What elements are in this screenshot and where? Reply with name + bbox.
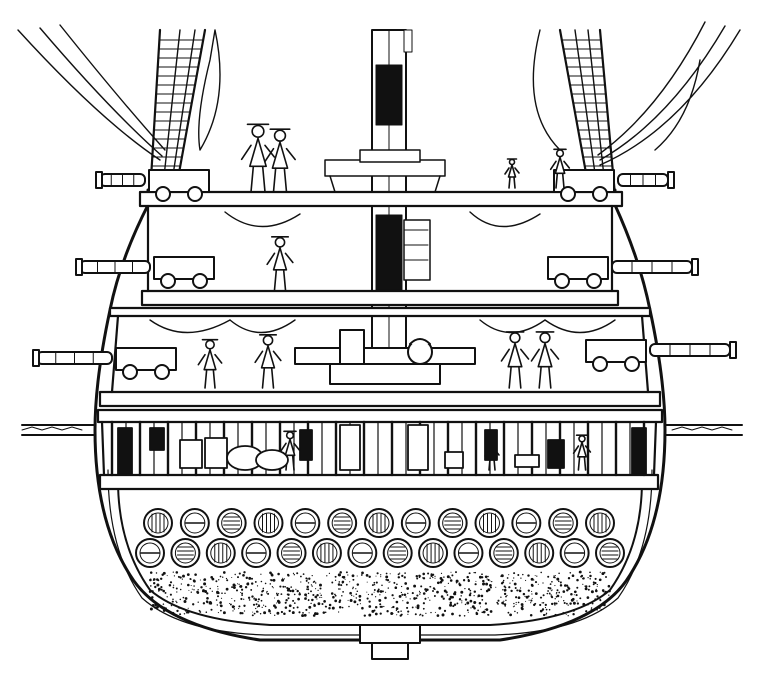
barrel	[382, 538, 413, 568]
barrel	[400, 508, 431, 538]
hammocks	[149, 211, 616, 334]
rigging	[17, 21, 741, 197]
barrel	[474, 508, 505, 538]
barrel	[488, 538, 519, 568]
barrel	[327, 508, 358, 538]
deck-walls	[100, 204, 658, 477]
crew-orlop-1	[279, 430, 301, 471]
barrel	[290, 508, 321, 538]
cannon-middle-left	[75, 256, 215, 289]
barrel	[311, 538, 342, 568]
barrel	[135, 538, 165, 568]
crew-figures	[197, 123, 592, 471]
orlop-deck-beam	[98, 473, 660, 491]
barrel	[241, 538, 272, 568]
crew-upper-4	[549, 148, 571, 189]
crew-middle-1	[266, 236, 294, 291]
middle-deck-beam	[140, 289, 620, 307]
barrel	[559, 538, 590, 568]
barrel	[216, 508, 247, 538]
crew-lower-1	[197, 338, 223, 389]
crew-lower-4	[530, 331, 560, 389]
barrel	[143, 508, 173, 538]
barrel	[179, 508, 210, 538]
barrel	[548, 508, 579, 538]
crew-upper-1	[240, 123, 276, 193]
crew-upper-2	[264, 128, 296, 193]
barrel	[595, 538, 625, 568]
barrel	[453, 538, 484, 568]
upper-deck-beam	[138, 190, 624, 208]
barrel	[205, 538, 236, 568]
cannon-lower-left	[32, 347, 177, 380]
barrel	[585, 508, 615, 538]
barrel	[437, 508, 468, 538]
barrel	[253, 508, 284, 538]
crew-lower-3	[500, 331, 530, 389]
barrel	[511, 508, 542, 538]
cannon-middle-right	[547, 256, 699, 289]
cannon-upper-right	[553, 169, 675, 202]
barrel	[170, 538, 201, 568]
cannons	[32, 169, 737, 380]
cannon-lower-right	[585, 339, 737, 372]
barrel	[524, 538, 555, 568]
barrel	[364, 508, 394, 538]
lower-deck-ceiling	[108, 306, 652, 318]
orlop-ceiling	[96, 408, 664, 424]
decks	[96, 190, 664, 491]
crew-upper-3	[504, 158, 520, 189]
barrel	[276, 538, 307, 568]
orlop-stores	[117, 424, 647, 475]
ballast-stones	[148, 570, 611, 618]
cannon-upper-left	[95, 169, 210, 202]
barrel	[418, 538, 449, 568]
hold-barrels	[135, 508, 625, 568]
lower-deck-beam	[98, 390, 662, 408]
capstan	[294, 329, 476, 385]
rail-details	[324, 149, 446, 193]
barrel	[347, 538, 378, 568]
crew-orlop-3	[572, 434, 592, 471]
crew-lower-2	[254, 334, 282, 389]
